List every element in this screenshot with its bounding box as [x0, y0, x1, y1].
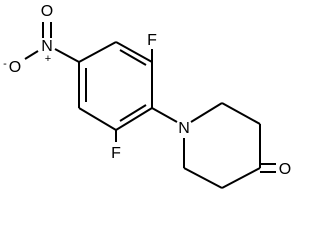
bond-aryl-n [151, 107, 178, 123]
benzene-ring [78, 41, 153, 131]
bond-ring-3 [115, 107, 153, 131]
bond-pip-4 [221, 167, 261, 189]
atom-n-piperidine: N [178, 120, 190, 137]
bond-pip-5 [183, 167, 223, 189]
charge-minus-nitro: - [3, 58, 7, 70]
bond-pip-2 [221, 102, 261, 125]
bond-ring-1-inner [119, 49, 147, 66]
charge-plus-nitro: + [45, 53, 51, 65]
bond-aryl-nitro [54, 48, 80, 63]
bond-ring-4 [78, 107, 117, 131]
atom-f-bottom: F [111, 145, 121, 162]
bond-nitro-o-minus [24, 50, 39, 60]
bond-pip-1 [190, 102, 223, 123]
atom-o-ketone: O [279, 161, 291, 178]
bond-ring-6 [78, 41, 117, 63]
piperidinone-ring [183, 102, 261, 189]
atom-n-nitro: N [41, 38, 53, 55]
atom-f-top: F [147, 32, 157, 49]
molecule-diagram: F F N O N + O - O [3, 3, 291, 189]
atom-o-nitro-top: O [41, 3, 53, 20]
bond-ring-1 [115, 41, 153, 63]
atom-o-nitro-minus: O [9, 59, 21, 76]
bond-ring-3-inner [119, 104, 147, 122]
